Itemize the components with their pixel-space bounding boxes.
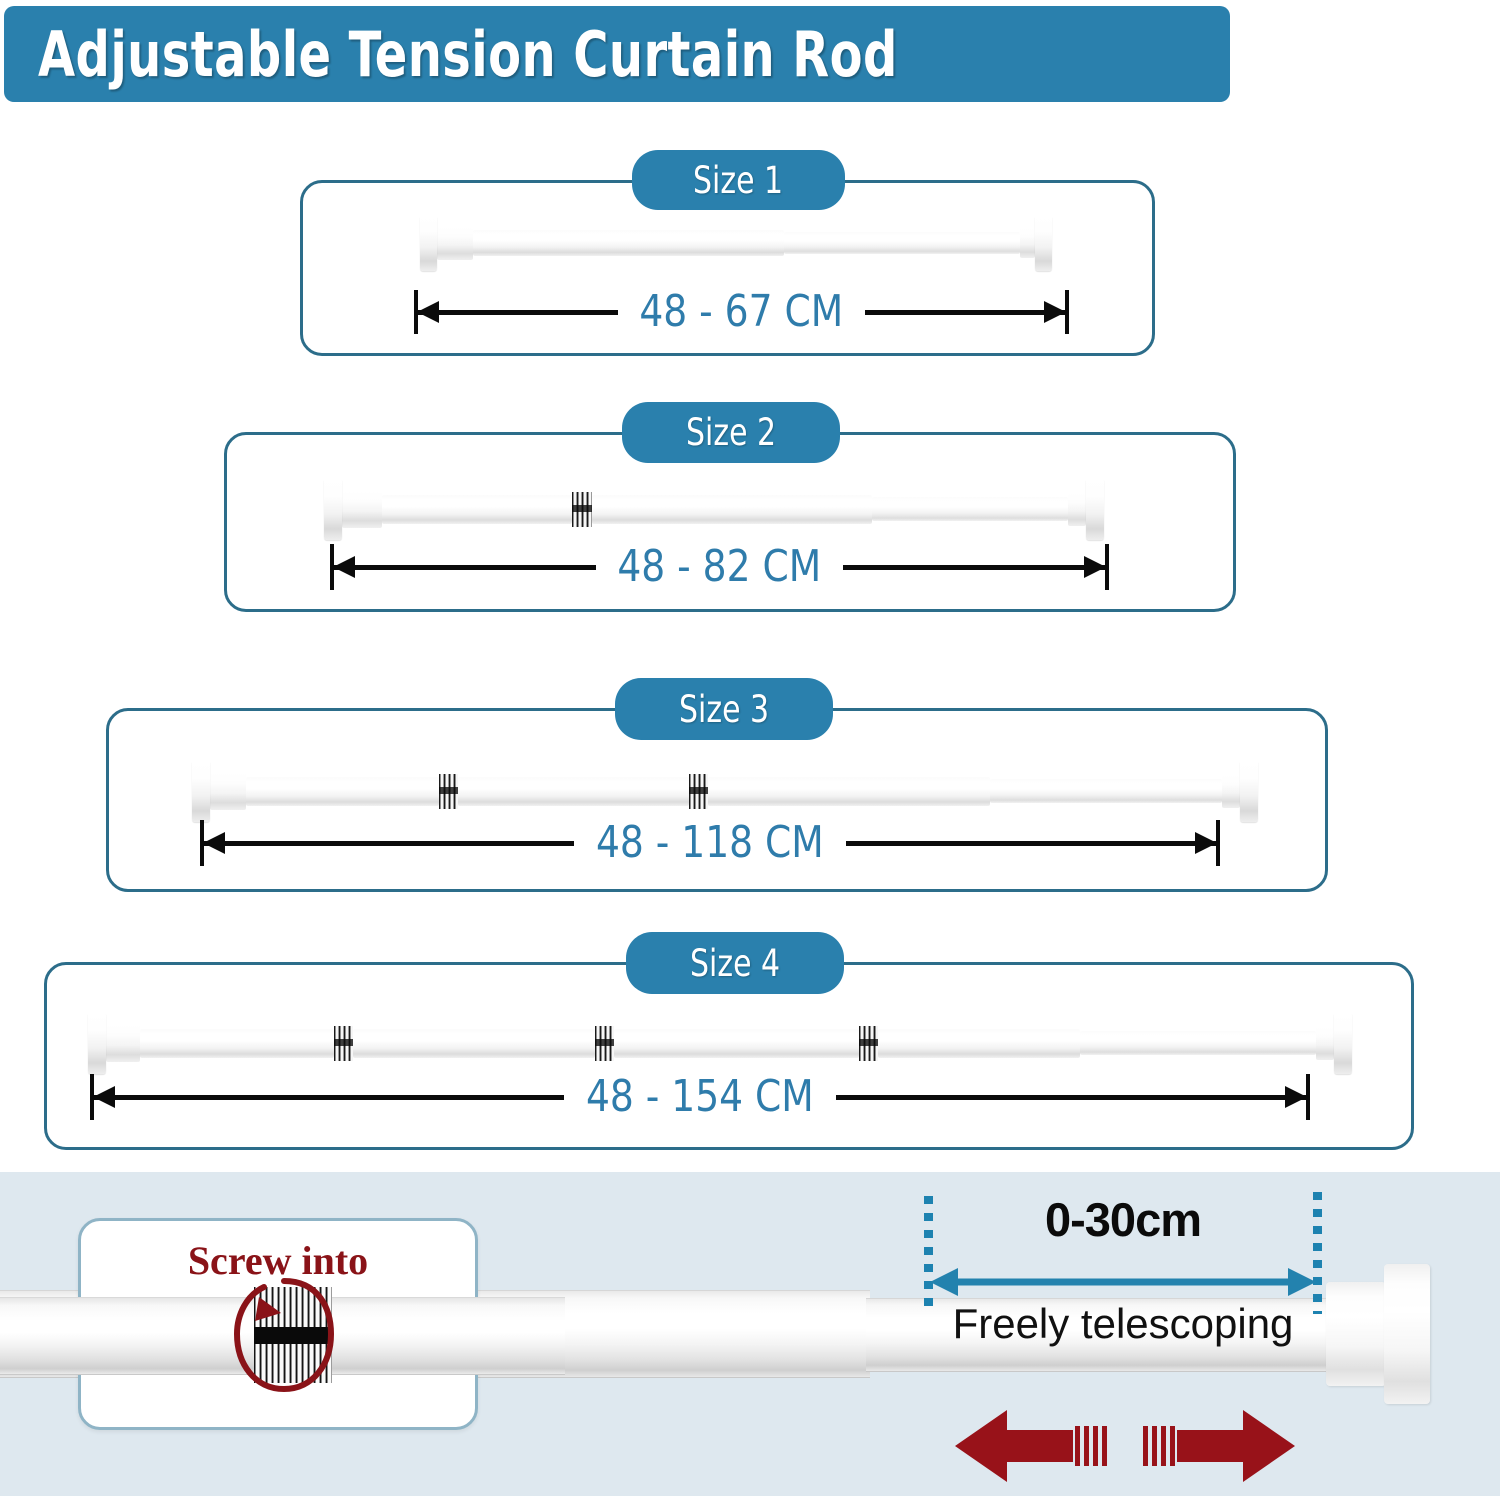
dimension-label-3: 48 - 118 CM xyxy=(595,817,824,868)
size-badge-label-3: Size 3 xyxy=(678,687,770,731)
dimension-label-2: 48 - 82 CM xyxy=(617,541,822,592)
rod-graphic-4 xyxy=(88,1012,1370,1074)
arrow-left-icon xyxy=(955,1410,1107,1482)
rod-tube-s1-4 xyxy=(140,1028,334,1058)
dimension-label-1: 48 - 67 CM xyxy=(639,286,844,337)
bottom-rod-end-cap xyxy=(1384,1264,1430,1404)
dimension-line-2: 48 - 82 CM xyxy=(330,544,1138,590)
rod-collar-left-2 xyxy=(342,490,382,528)
dimension-tick-right-3 xyxy=(1215,820,1220,866)
rod-collar-left-1 xyxy=(437,226,473,260)
rod-tube-s4-4 xyxy=(878,1028,1080,1058)
rod-collar-left-4 xyxy=(106,1024,140,1062)
rod-tube-inner-4 xyxy=(1080,1031,1316,1055)
rod-thread-joint-4-1 xyxy=(334,1025,353,1061)
dimension-tick-right-1 xyxy=(1064,290,1069,334)
rod-collar-left-3 xyxy=(210,772,246,810)
rod-thread-joint-3-1 xyxy=(439,773,458,809)
dimension-arrow-right-4 xyxy=(835,1094,1306,1100)
rod-tube-s2-4 xyxy=(353,1028,595,1058)
rod-tube-s3-4 xyxy=(614,1028,859,1058)
telescope-double-arrow-icon xyxy=(930,1268,1316,1296)
rod-graphic-1 xyxy=(420,215,1052,271)
dimension-tick-left-4 xyxy=(90,1074,94,1120)
size-badge-3: Size 3 xyxy=(615,678,833,740)
rod-end-cap-left-2 xyxy=(324,478,342,540)
rod-tube-inner-2 xyxy=(872,497,1068,521)
dimension-tick-right-2 xyxy=(1104,544,1109,590)
size-badge-label-1: Size 1 xyxy=(693,158,784,202)
rod-graphic-2 xyxy=(324,478,1136,540)
rod-tube-inner-1 xyxy=(784,232,1020,254)
size-badge-1: Size 1 xyxy=(632,150,845,210)
rod-collar-right-1 xyxy=(1020,228,1035,258)
rod-thread-joint-3-2 xyxy=(689,773,708,809)
rod-tube-outer-2 xyxy=(382,494,572,524)
bottom-rod-inner-tube xyxy=(866,1298,1332,1372)
rod-end-cap-left-3 xyxy=(192,760,210,822)
dimension-label-4: 48 - 154 CM xyxy=(585,1071,814,1122)
rod-tube-s1-3 xyxy=(246,776,439,806)
rod-end-cap-right-4 xyxy=(1334,1012,1352,1074)
rod-collar-right-2 xyxy=(1068,492,1086,526)
dimension-line-4: 48 - 154 CM xyxy=(90,1074,1370,1120)
rod-end-cap-right-2 xyxy=(1086,478,1104,540)
size-badge-2: Size 2 xyxy=(622,402,840,463)
size-badge-label-2: Size 2 xyxy=(685,411,777,454)
dimension-arrow-right-2 xyxy=(842,564,1105,570)
rod-end-cap-right-3 xyxy=(1240,760,1258,822)
title-banner: Adjustable Tension Curtain Rod xyxy=(4,6,1230,102)
rod-tube-s3-3 xyxy=(708,776,990,806)
rod-tube-outer-1 xyxy=(473,230,784,256)
rod-tube-inner-3 xyxy=(990,779,1222,803)
rod-collar-right-4 xyxy=(1316,1026,1334,1060)
dimension-tick-right-4 xyxy=(1305,1074,1310,1120)
dimension-tick-left-3 xyxy=(200,820,204,866)
dimension-arrow-left-4 xyxy=(94,1094,564,1100)
rod-end-cap-right-1 xyxy=(1035,215,1052,271)
telescope-guide-left xyxy=(924,1196,933,1314)
size-badge-label-4: Size 4 xyxy=(689,941,781,985)
telescope-caption: Freely telescoping xyxy=(952,1300,1294,1347)
arrow-right-icon xyxy=(1143,1410,1295,1482)
rod-thread-joint-4-2 xyxy=(595,1025,614,1061)
dimension-arrow-right-1 xyxy=(864,309,1065,315)
rod-end-cap-left-1 xyxy=(420,215,437,271)
dimension-tick-left-1 xyxy=(414,290,418,334)
dimension-arrow-left-1 xyxy=(418,309,618,315)
rotate-arrow-icon xyxy=(233,1278,335,1393)
rod-thread-joint-2-1 xyxy=(572,491,592,527)
dimension-tick-left-2 xyxy=(330,544,334,590)
rod-tube-mid-2 xyxy=(592,494,872,524)
rod-graphic-3 xyxy=(192,760,1276,822)
rod-tube-s2-3 xyxy=(458,776,689,806)
telescoping-direction-arrows xyxy=(955,1410,1295,1482)
dimension-arrow-left-3 xyxy=(204,840,574,846)
screw-into-callout: Screw into xyxy=(0,1218,565,1430)
page-title: Adjustable Tension Curtain Rod xyxy=(38,17,898,91)
bottom-rod-collar xyxy=(1326,1282,1386,1386)
dimension-line-1: 48 - 67 CM xyxy=(414,286,1069,337)
rod-thread-joint-4-3 xyxy=(859,1025,878,1061)
dimension-line-3: 48 - 118 CM xyxy=(200,820,1274,866)
rod-end-cap-left-4 xyxy=(88,1012,106,1074)
dimension-arrow-right-3 xyxy=(845,840,1216,846)
telescope-guide-right xyxy=(1313,1192,1322,1314)
rod-collar-right-3 xyxy=(1222,774,1240,808)
telescope-range-label: 0-30cm xyxy=(1045,1193,1202,1246)
callout-title: Screw into xyxy=(187,1238,369,1283)
size-badge-4: Size 4 xyxy=(626,932,844,994)
dimension-arrow-left-2 xyxy=(334,564,596,570)
